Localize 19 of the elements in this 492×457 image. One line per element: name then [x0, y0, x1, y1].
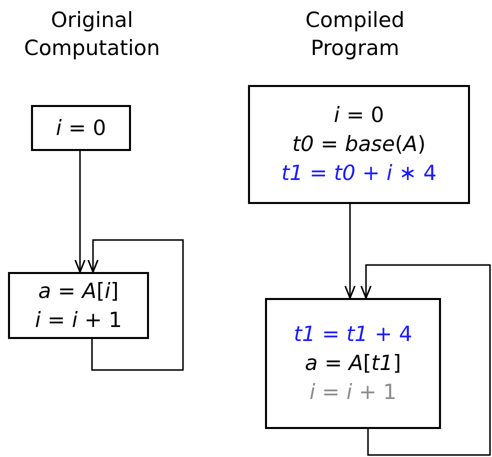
statement-box — [8, 272, 149, 339]
code-statement: i = 0 — [334, 102, 384, 129]
code-statement: t1 = t0 + i ∗ 4 — [281, 160, 437, 187]
arrow — [360, 264, 491, 456]
code-statement: i = i + 1 — [35, 306, 122, 334]
code-statement: i = 0 — [56, 114, 106, 142]
statement-box — [31, 105, 131, 151]
code-statement: t1 = t1 + 4 — [294, 321, 412, 348]
arrow — [74, 151, 86, 273]
statement-box — [265, 298, 441, 429]
arrow — [344, 204, 356, 299]
code-statement: t0 = base(A) — [292, 131, 426, 158]
code-statement: a = A[t1] — [304, 350, 402, 377]
arrow — [87, 239, 184, 371]
column-heading: Compiled Program — [304, 7, 406, 62]
column-heading: Original Computation — [23, 7, 161, 62]
code-statement: a = A[i] — [38, 278, 119, 304]
code-statement: i = i + 1 — [310, 379, 396, 406]
statement-box — [248, 85, 470, 204]
